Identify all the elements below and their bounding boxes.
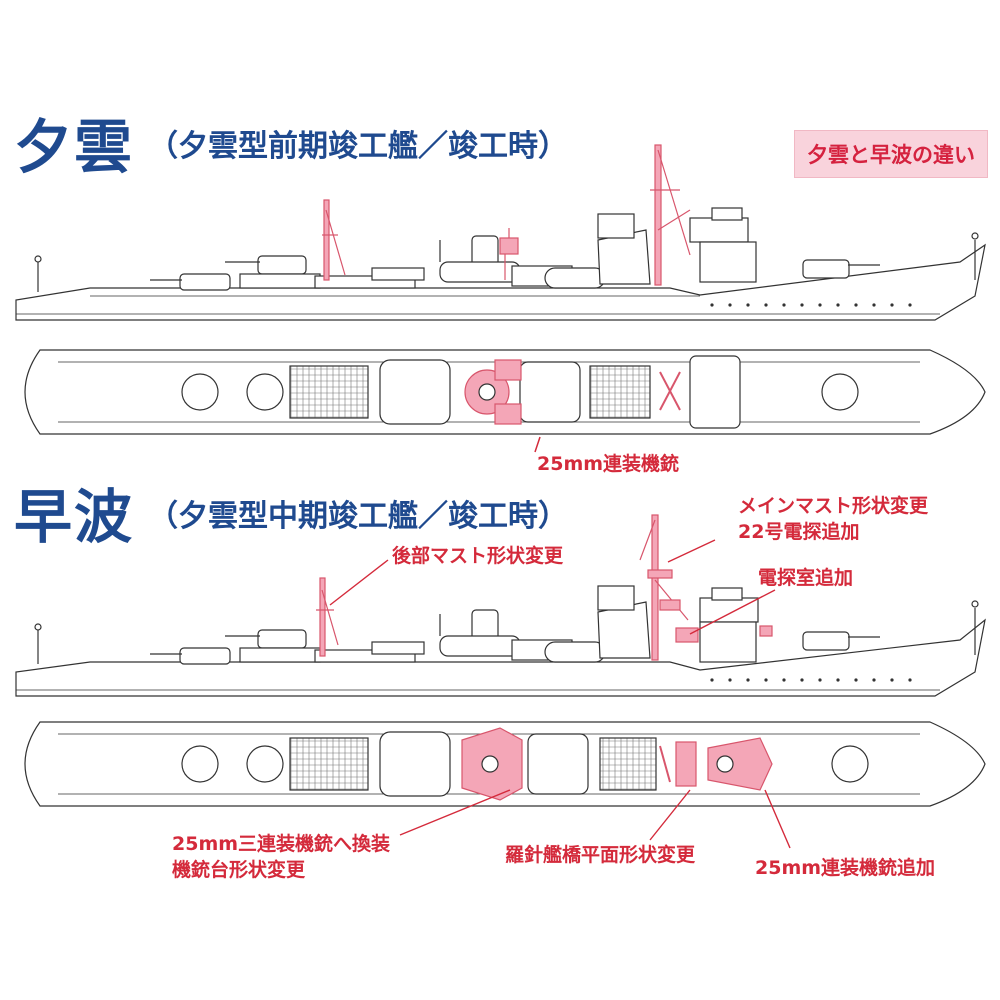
ship1-bridge [689,217,749,243]
ship1-subtitle: （夕雲型前期竣工艦／竣工時） [148,129,568,164]
callout-type22-radar: 22号電探追加 [738,521,860,543]
ship2-top-view [24,539,986,849]
ship2-radar-room [675,627,699,643]
ship1-title: 夕雲 [14,113,135,181]
callout-rear-mast-change: 後部マスト形状変更 [392,545,564,567]
ship1-main-mast [650,144,691,286]
callout-bridge-change: 羅針艦橋平面形状変更 [505,844,696,866]
ship1-turret-aft1 [257,255,307,275]
ship1-aa-top [464,359,522,425]
ship1-aft-mast [322,199,346,281]
ship2-subtitle: （夕雲型中期竣工艦／竣工時） [148,499,568,534]
ship2-side-profile [15,514,986,697]
callout-radar-room: 電探室追加 [758,567,854,589]
ship1-side-profile [15,144,986,321]
ship2-title: 早波 [14,483,135,551]
ship2-bridge-top [675,737,773,791]
ship1-portholes [710,303,912,307]
ship1-turret-fwd [802,259,850,279]
callout-25mm-twin-add: 25mm連装機銃追加 [755,857,936,879]
ship2-main-mast [639,514,689,661]
callout-main-mast-change: メインマスト形状変更 [738,495,929,517]
callout-triple-aa: 25mm三連装機銃へ換装 [172,833,391,855]
callout-25mm-twin: 25mm連装機銃 [537,453,680,475]
ship1-top-view [24,349,986,453]
ship2-aft-mast [316,577,339,657]
difference-badge: 夕雲と早波の違い [794,130,988,178]
ship1-turret-aft2 [179,273,231,291]
callout-aa-platform: 機銃台形状変更 [172,859,306,881]
ship1-aa-mount [499,228,519,280]
